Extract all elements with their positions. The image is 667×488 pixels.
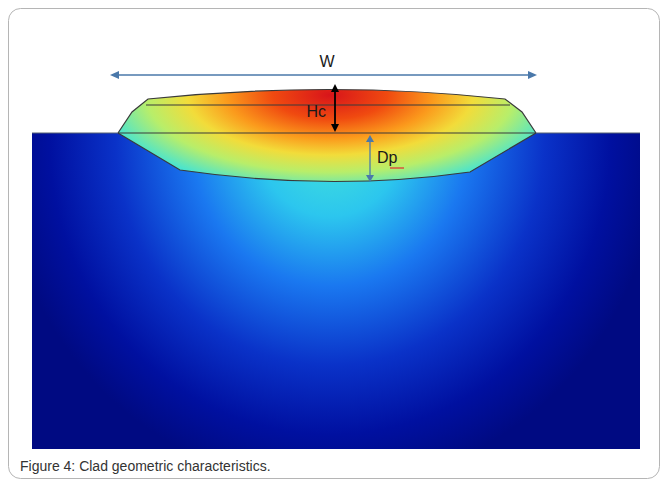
penetration-zone xyxy=(118,133,536,182)
dimension-label: Dp xyxy=(377,150,397,166)
substrate xyxy=(32,133,640,449)
dimension-label: W xyxy=(319,54,334,70)
height-arrow xyxy=(331,84,339,132)
underline-mark xyxy=(390,167,404,168)
figure-caption: Figure 4: Clad geometric characteristics… xyxy=(20,458,271,475)
clad-bead xyxy=(118,90,536,134)
depth-arrow xyxy=(366,135,374,182)
dimension-label: Hc xyxy=(306,104,326,120)
surface-line xyxy=(32,133,118,134)
surface-line xyxy=(536,133,640,134)
figure-frame xyxy=(9,9,660,479)
clad-outline xyxy=(118,90,536,182)
width-arrow xyxy=(110,71,537,79)
